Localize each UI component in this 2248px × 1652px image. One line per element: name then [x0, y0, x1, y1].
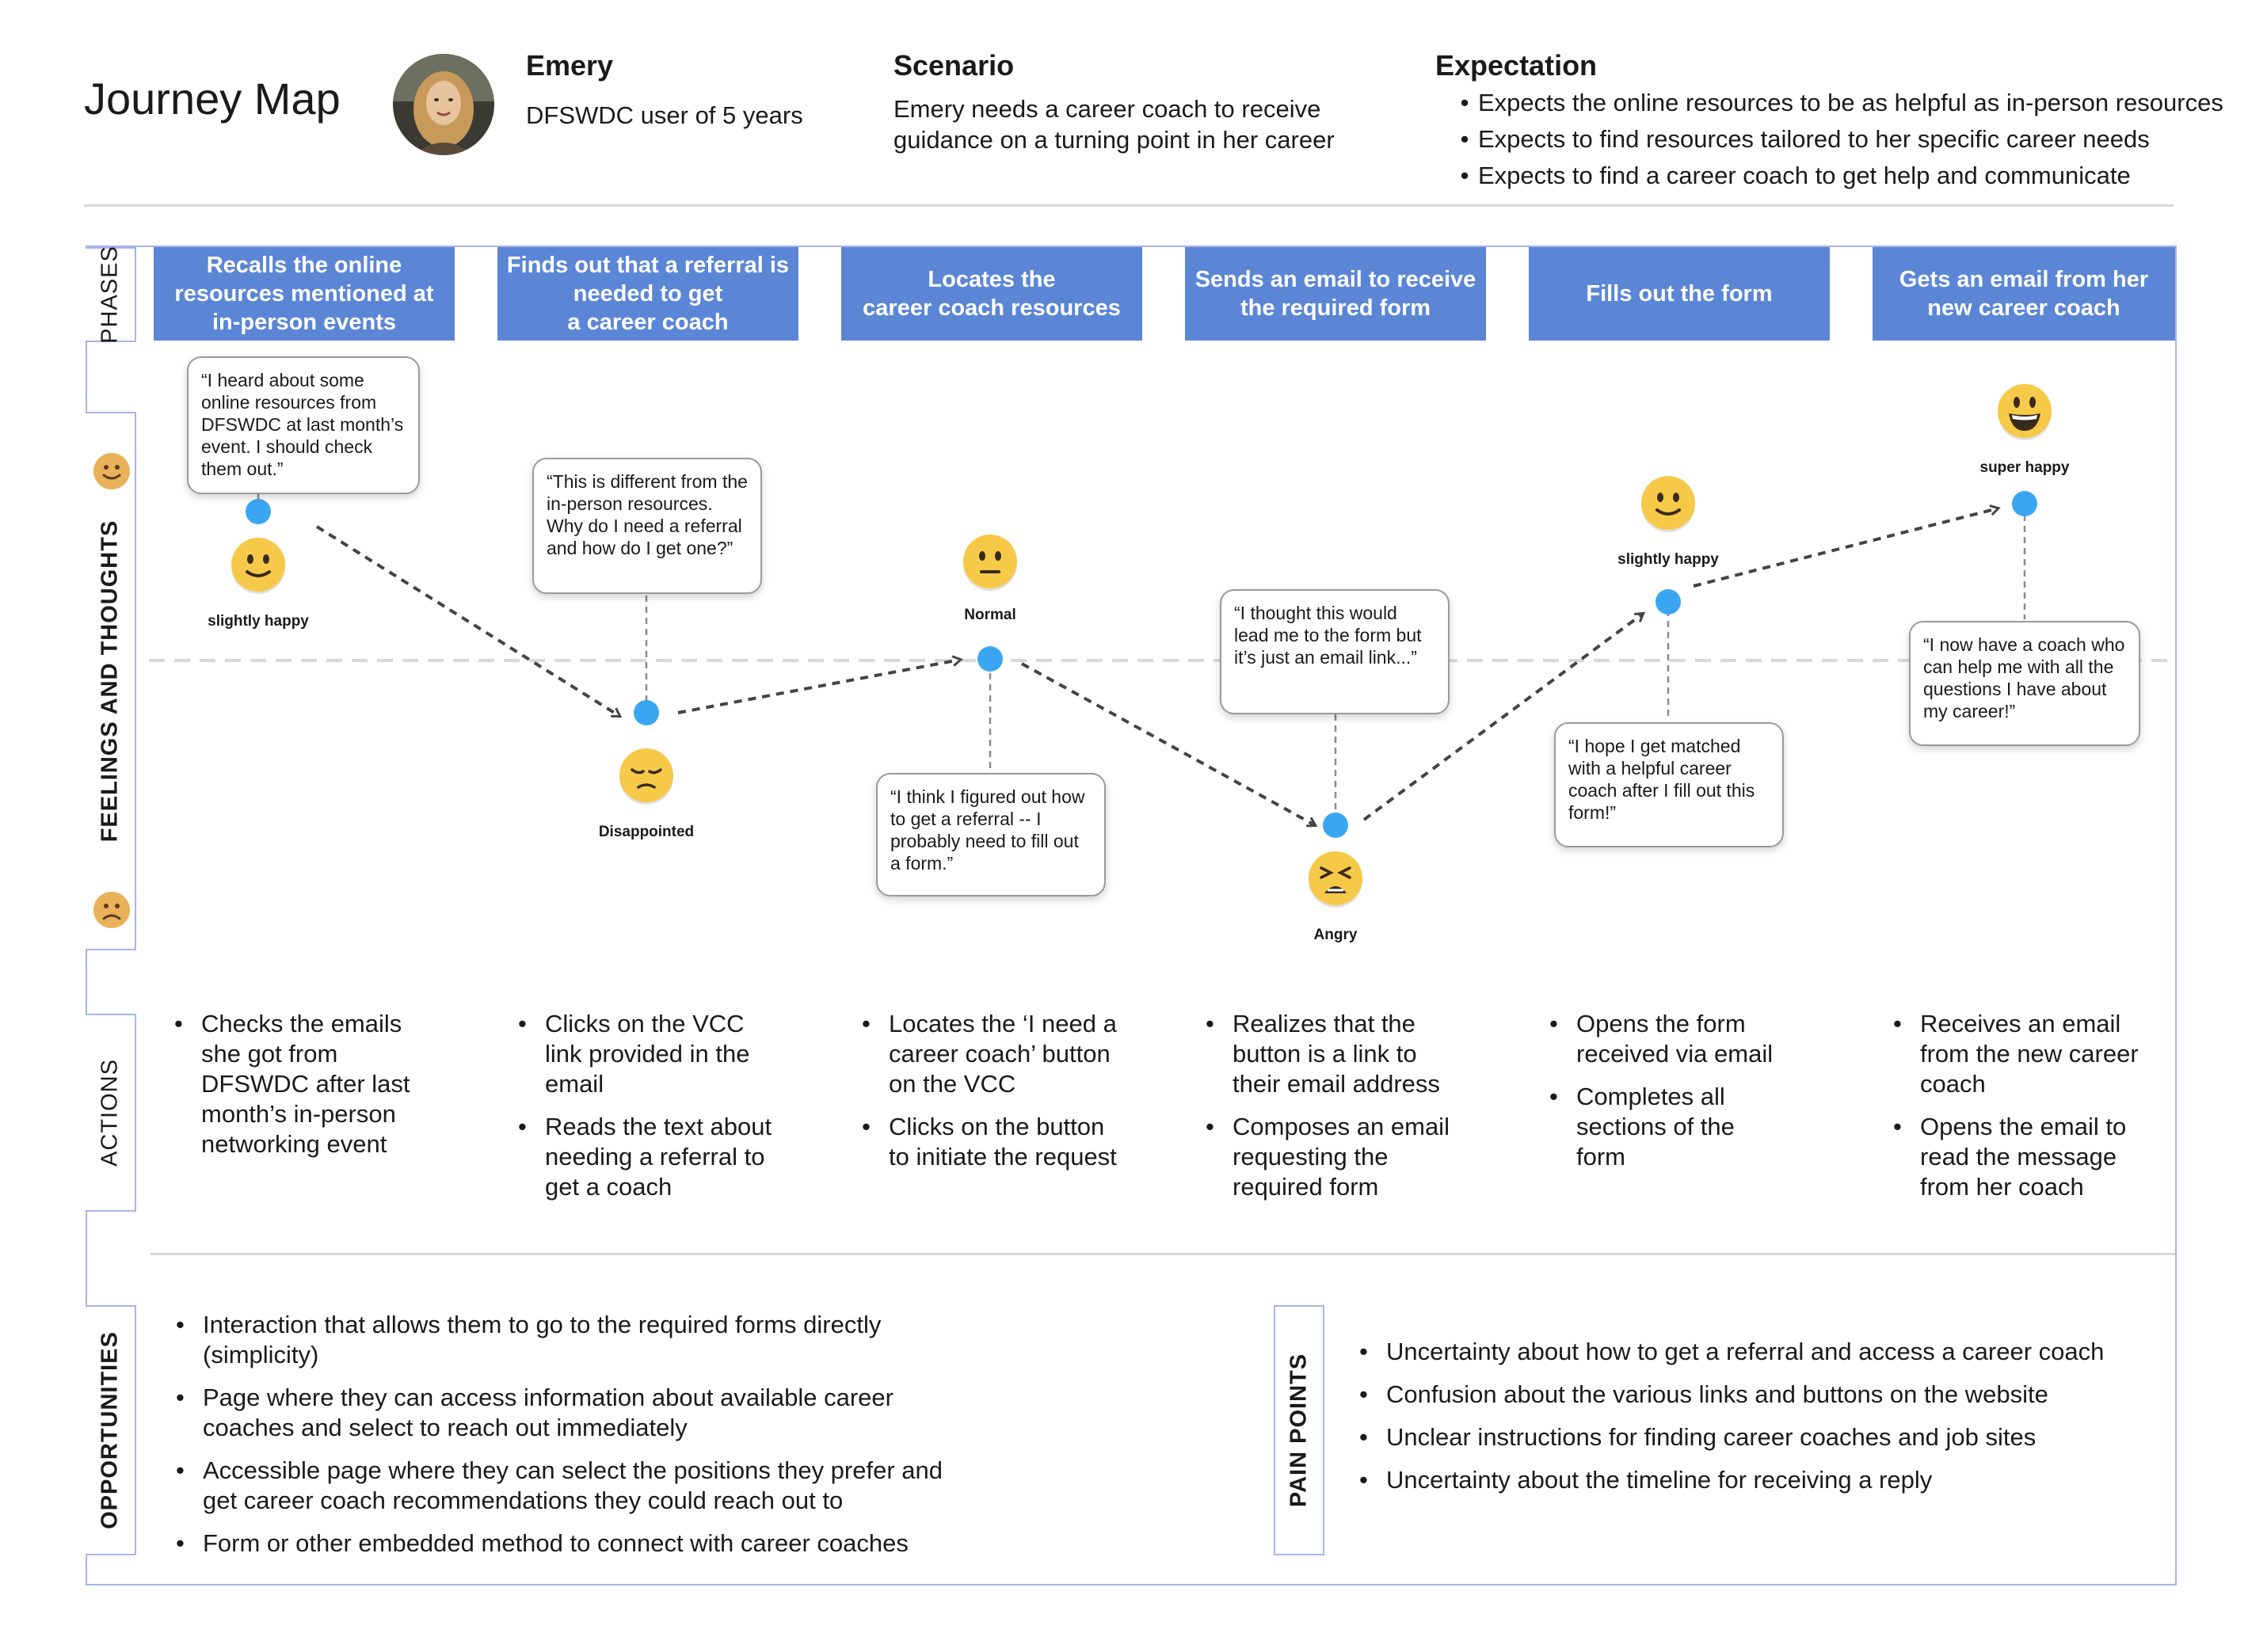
pain-point-item: Uncertainty about the timeline for recei… [1359, 1465, 2151, 1495]
emotion-label: super happy [1979, 459, 2070, 476]
scenario-line: Emery needs a career coach to receive [893, 95, 1321, 123]
action-item: Reads the text about needing a referral … [518, 1112, 779, 1202]
phase-6: Gets an email from her new career coach [1873, 247, 2175, 341]
quote-bubble: “I thought this would lead me to the for… [1220, 589, 1450, 714]
phase-line: resources mentioned at [174, 281, 434, 306]
actions-column-4: Realizes that the button is a link to th… [1206, 1009, 1467, 1215]
phase-line: career coach resources [863, 295, 1121, 321]
expectation-item: Expects to find a career coach to get he… [1451, 158, 2223, 194]
opportunity-item: Interaction that allows them to go to th… [176, 1310, 968, 1370]
slightly-smiling-face-icon [1638, 474, 1698, 534]
scale-happy-icon [92, 451, 131, 491]
emotion-label: Normal [964, 607, 1016, 623]
feelings-tab: FEELINGS AND THOUGHTS [86, 412, 136, 950]
phase-line: new career coach [1927, 295, 2120, 321]
scenario-text: Emery needs a career coach to receive gu… [893, 93, 1335, 155]
phase-line: needed to get [573, 281, 723, 306]
action-item: Clicks on the button to initiate the req… [862, 1112, 1123, 1172]
expectation-label: Expectation [1435, 49, 1598, 82]
phase-line: Gets an email from her [1899, 267, 2149, 292]
slightly-smiling-face-icon [228, 535, 288, 596]
action-item: Composes an email requesting the require… [1206, 1112, 1467, 1202]
action-item: Realizes that the button is a link to th… [1206, 1009, 1467, 1099]
quote-bubble: “I think I figured out how to get a refe… [876, 773, 1106, 896]
pain-point-item: Confusion about the various links and bu… [1359, 1380, 2151, 1410]
opportunities-list: Interaction that allows them to go to th… [176, 1310, 968, 1571]
actions-column-3: Locates the ‘I need a career coach’ butt… [862, 1009, 1123, 1185]
pain-point-item: Uncertainty about how to get a referral … [1359, 1337, 2151, 1367]
journey-points [246, 491, 2037, 838]
persona-avatar [393, 54, 494, 155]
grinning-face-icon [1995, 382, 2055, 442]
quote-bubble: “I hope I get matched with a helpful car… [1554, 722, 1784, 847]
scale-sad-icon [92, 890, 131, 930]
actions-column-5: Opens the form received via email Comple… [1549, 1009, 1787, 1185]
action-item: Completes all sections of the form [1549, 1082, 1787, 1172]
emotion-label: Angry [1313, 927, 1358, 943]
phase-line: Sends an email to receive [1194, 267, 1476, 292]
expectation-list: Expects the online resources to be as he… [1451, 85, 2223, 194]
phases-tab: PHASES [86, 246, 136, 344]
phase-2: Finds out that a referral is needed to ge… [497, 247, 798, 341]
phase-line: the required form [1240, 295, 1431, 321]
phase-line: Fills out the form [1586, 281, 1773, 306]
persona-name: Emery [526, 49, 614, 82]
quote-bubble: “I now have a coach who can help me with… [1909, 621, 2140, 746]
scenario-label: Scenario [893, 49, 1015, 82]
tired-face-icon [1305, 849, 1366, 909]
action-item: Opens the email to read the message from… [1893, 1112, 2155, 1202]
pain-points-tab: PAIN POINTS [1274, 1305, 1324, 1555]
expectation-item: Expects to find resources tailored to he… [1451, 121, 2223, 158]
phase-line: a career coach [567, 310, 729, 335]
opportunity-item: Form or other embedded method to connect… [176, 1528, 968, 1559]
phase-line: Recalls the online [206, 253, 402, 278]
pain-points-list: Uncertainty about how to get a referral … [1359, 1337, 2151, 1508]
action-item: Clicks on the VCC link provided in the e… [518, 1009, 779, 1099]
emotion-label: slightly happy [1617, 551, 1719, 568]
action-item: Locates the ‘I need a career coach’ butt… [862, 1009, 1123, 1099]
phase-line: Finds out that a referral is [506, 253, 790, 278]
neutral-face-icon [960, 532, 1020, 592]
journey-path [315, 508, 1998, 825]
opportunity-item: Page where they can access information a… [176, 1383, 968, 1443]
actions-column-1: Checks the emails she got from DFSWDC af… [174, 1009, 436, 1172]
opportunity-item: Accessible page where they can select th… [176, 1456, 968, 1516]
action-item: Opens the form received via email [1549, 1009, 1787, 1069]
action-item: Receives an email from the new career co… [1893, 1009, 2155, 1099]
action-item: Checks the emails she got from DFSWDC af… [174, 1009, 436, 1159]
phase-1: Recalls the online resources mentioned at… [154, 247, 455, 341]
page-title: Journey Map [84, 74, 341, 124]
quote-bubble: “This is different from the in-person re… [532, 458, 762, 594]
scenario-line: guidance on a turning point in her caree… [893, 126, 1335, 154]
quote-bubble: “I heard about some online resources fro… [187, 356, 420, 494]
phase-5: Fills out the form [1529, 247, 1830, 341]
pain-point-item: Unclear instructions for finding career … [1359, 1422, 2151, 1452]
phase-3: Locates the career coach resources [841, 247, 1142, 341]
emotion-label: slightly happy [208, 613, 309, 630]
actions-column-6: Receives an email from the new career co… [1893, 1009, 2155, 1215]
expectation-item: Expects the online resources to be as he… [1451, 85, 2223, 121]
actions-column-2: Clicks on the VCC link provided in the e… [518, 1009, 779, 1215]
actions-divider [151, 1253, 2175, 1255]
persona-description: DFSWDC user of 5 years [526, 101, 803, 129]
emotion-label: Disappointed [598, 824, 695, 840]
header-divider [84, 204, 2174, 207]
phase-line: Locates the [928, 267, 1056, 292]
opportunities-tab: OPPORTUNITIES [86, 1305, 136, 1555]
actions-tab: ACTIONS [86, 1014, 136, 1212]
phase-4: Sends an email to receive the required fo… [1185, 247, 1486, 341]
phase-line: in-person events [211, 310, 397, 335]
pensive-face-icon [616, 746, 676, 806]
